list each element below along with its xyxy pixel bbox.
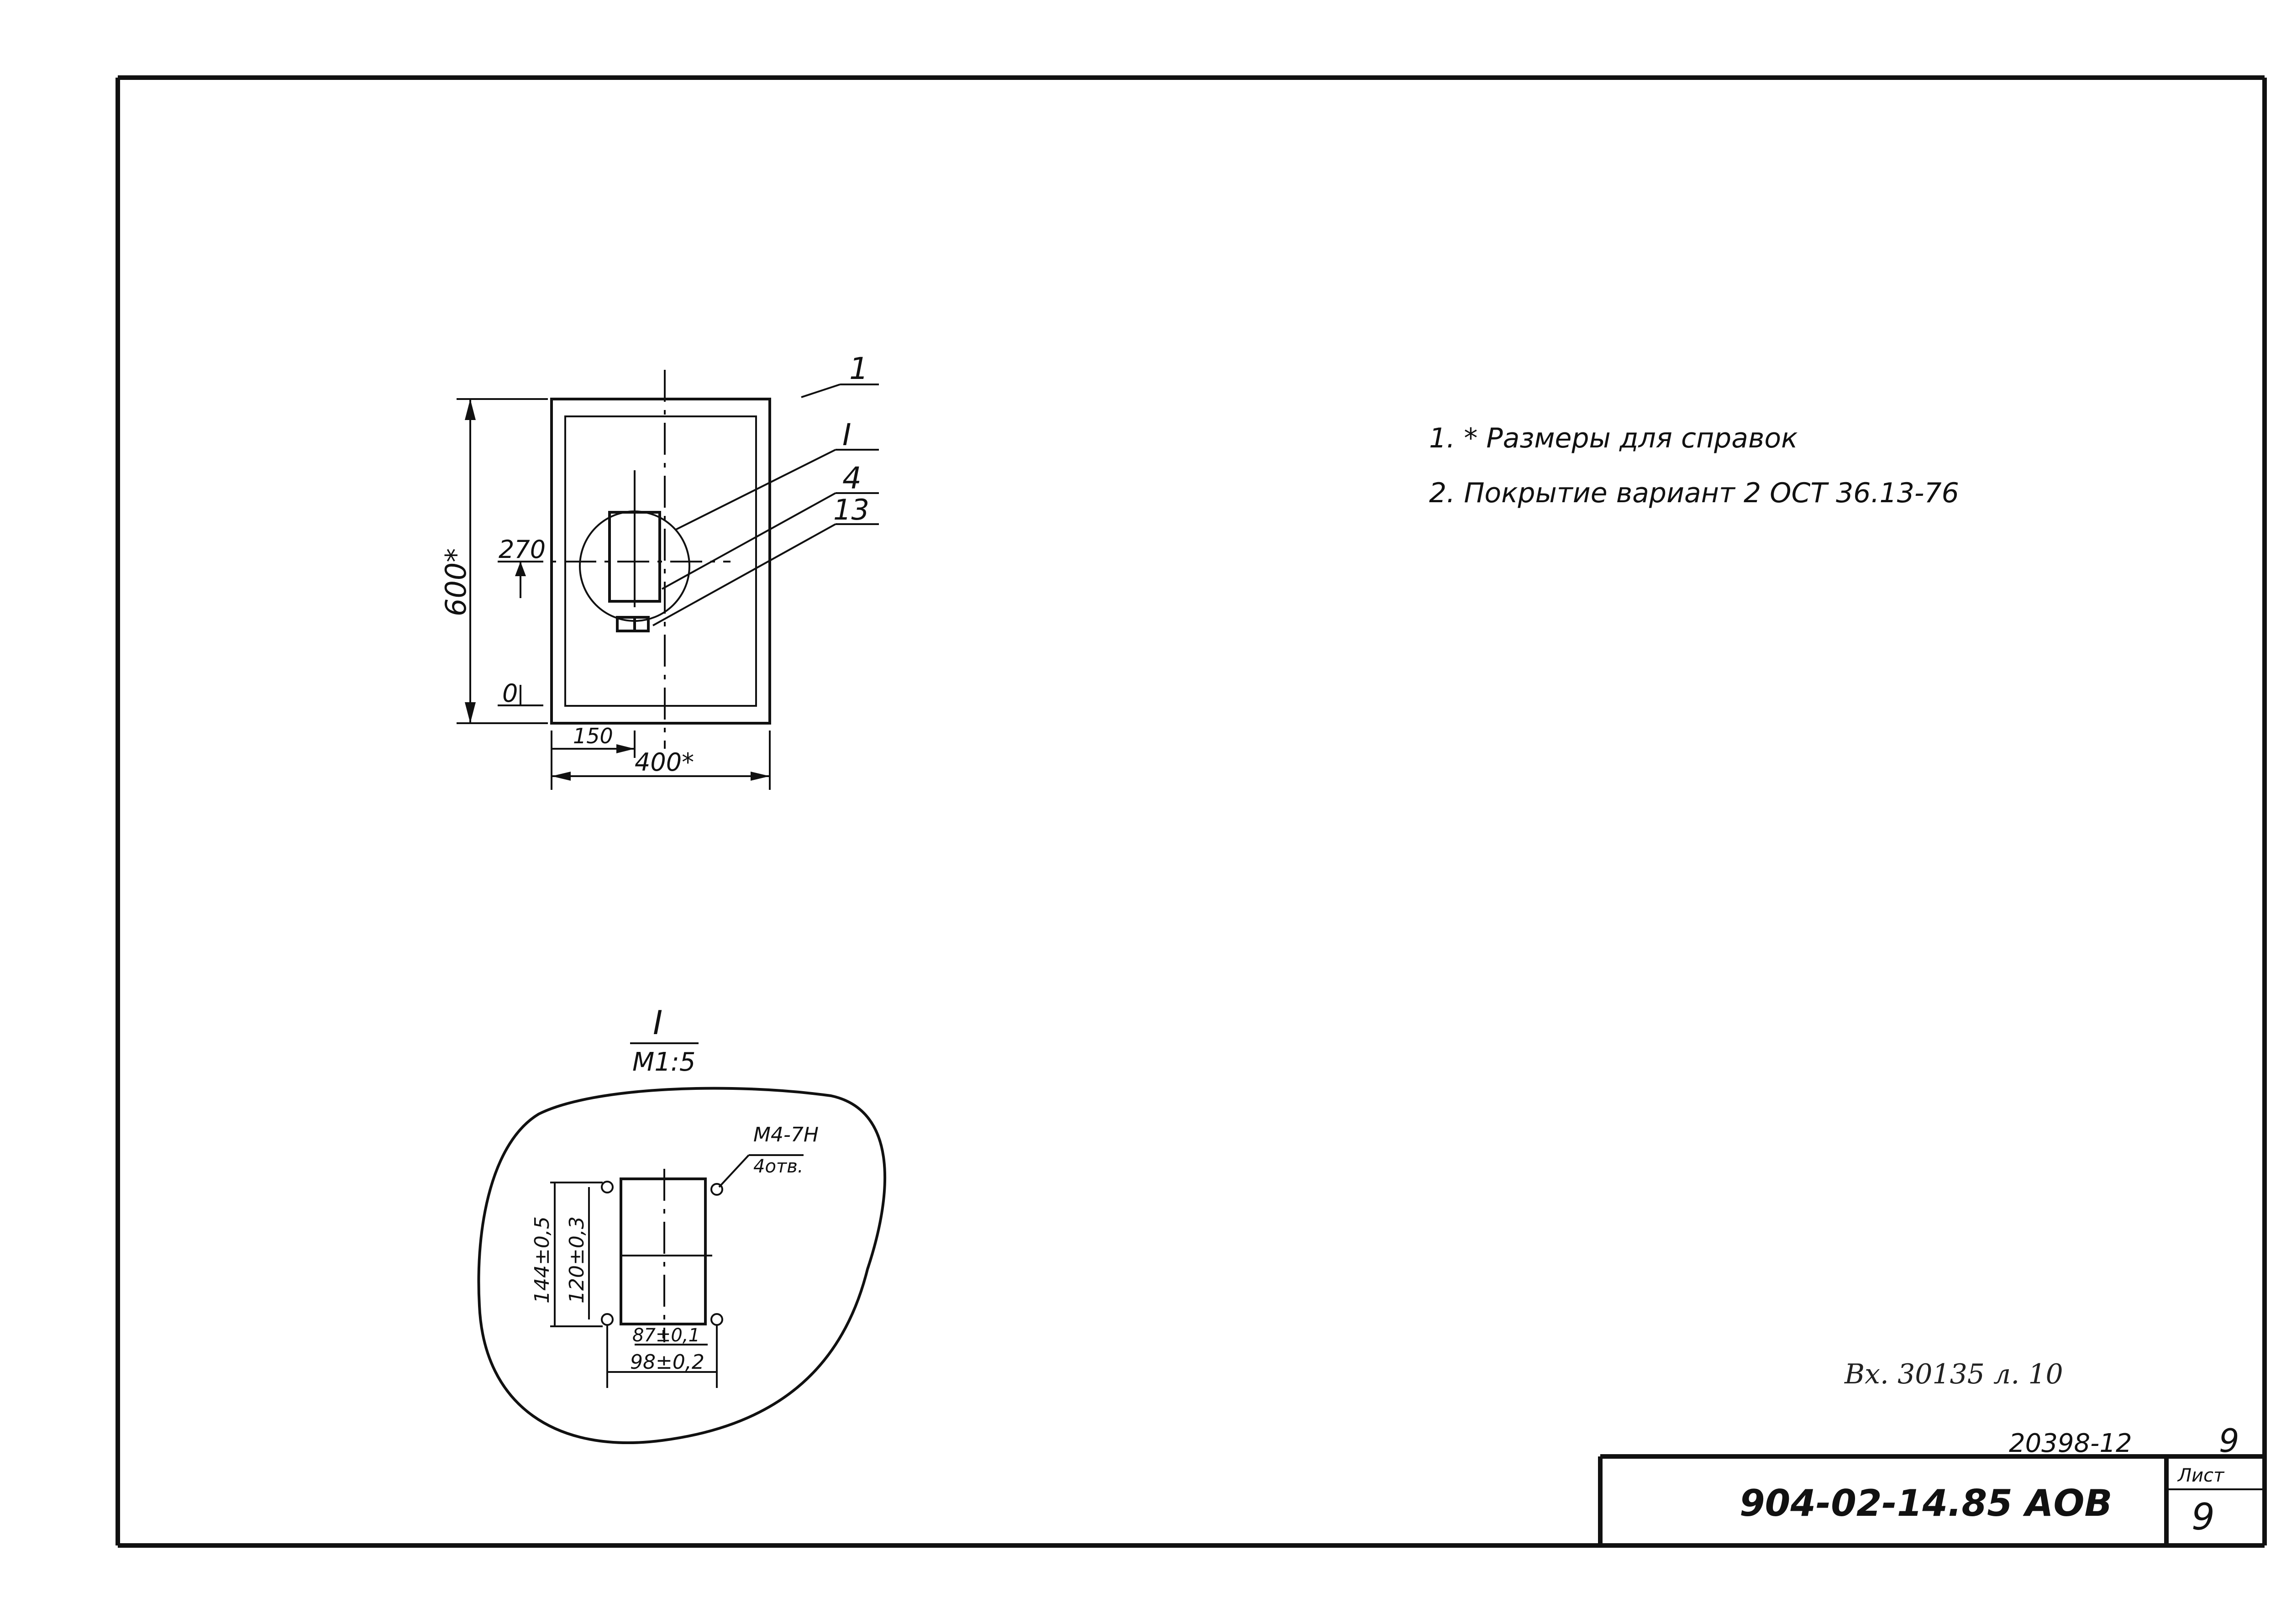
thread-label: М4-7Н (753, 1123, 819, 1146)
dim-98: 98±0,2 (630, 1351, 704, 1374)
dim-144: 144±0,5 (531, 1216, 554, 1303)
dim-87: 87±0,1 (632, 1325, 700, 1346)
dim-150: 150 (573, 724, 613, 748)
detail-device (620, 1177, 707, 1325)
title-block: Вх. 30135 л. 10 20398-12 9 904-02-14.85 … (1598, 1358, 2265, 1545)
main-view: 1 I 4 13 600* 270 0 150 400* (439, 351, 879, 790)
detail-view: I М1:5 М4-7Н 4отв. 144±0,5 120±0,3 87±0,… (477, 1004, 887, 1445)
dim-400: 400* (635, 748, 694, 777)
label-13: 13 (833, 493, 869, 526)
sheet-top-number: 9 (2219, 1422, 2239, 1460)
sheet-number: 9 (2192, 1496, 2215, 1538)
sheet-label: Лист (2177, 1465, 2225, 1486)
holes-label: 4отв. (753, 1156, 804, 1177)
drawing-frame (116, 75, 2267, 1548)
detail-title: I (653, 1004, 662, 1042)
level-270: 270 (499, 535, 546, 564)
hole-bottom-right (710, 1313, 723, 1326)
part-13-right (633, 616, 650, 632)
hole-top-left (601, 1181, 614, 1193)
detail-scale: М1:5 (632, 1047, 695, 1077)
dim-600: 600* (439, 548, 473, 616)
hole-bottom-left (601, 1313, 614, 1326)
detail-break-outline (477, 1087, 887, 1445)
note-2: 2. Покрытие вариант 2 ОСТ 36.13-76 (1429, 477, 1959, 509)
inventory-number: 20398-12 (2009, 1429, 2132, 1458)
notes: 1. * Размеры для справок 2. Покрытие вар… (1429, 422, 1959, 509)
level-0: 0 (502, 679, 518, 708)
dim-120: 120±0,3 (565, 1216, 589, 1303)
handwritten-note: Вх. 30135 л. 10 (1844, 1358, 2063, 1390)
label-I: I (842, 417, 851, 452)
label-1: 1 (849, 351, 868, 386)
hole-top-right (710, 1183, 723, 1196)
note-1: 1. * Размеры для справок (1429, 422, 1797, 454)
document-code: 904-02-14.85 АОВ (1740, 1482, 2113, 1524)
label-4: 4 (842, 461, 862, 496)
